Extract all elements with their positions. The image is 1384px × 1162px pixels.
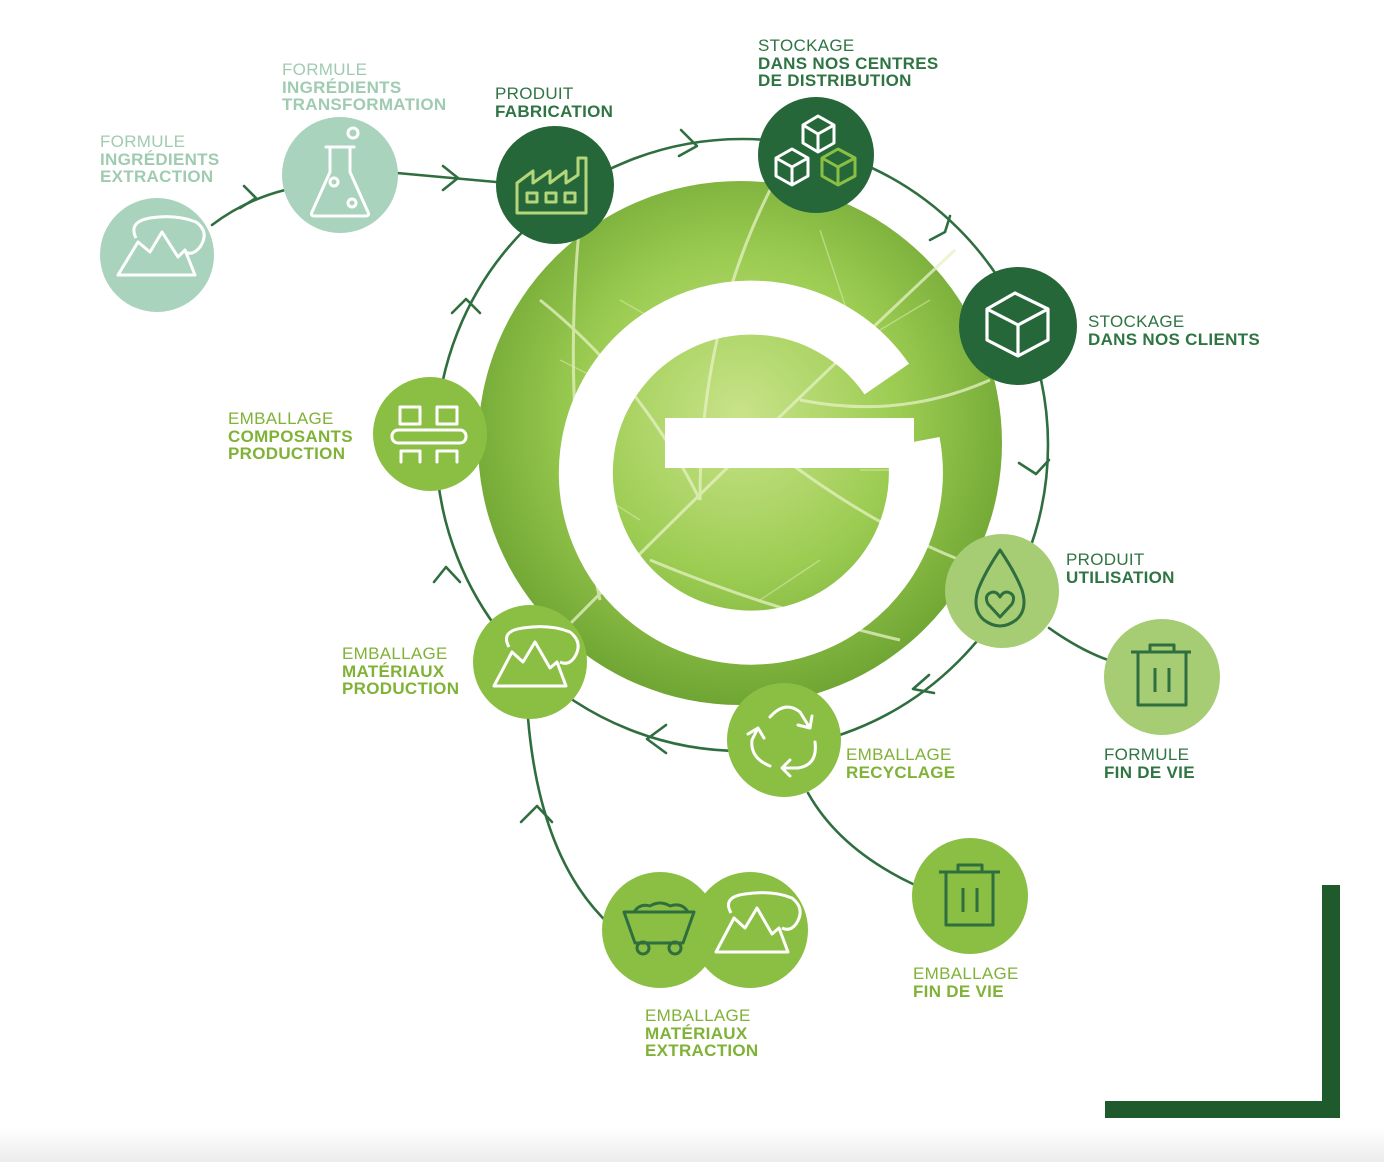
packaging-press-icon (390, 405, 468, 464)
label-stage: RECYCLAGE (846, 762, 956, 782)
label-stage: FIN DE VIE (913, 981, 1004, 1001)
node-formule-extraction (100, 198, 214, 312)
box-icon (985, 291, 1050, 358)
label-emballage-fin-de-vie: EMBALLAGE FIN DE VIE (913, 965, 1019, 1000)
node-emballage-recyclage (727, 683, 841, 797)
label-stockage-clients: STOCKAGE DANS NOS CLIENTS (1088, 313, 1260, 348)
node-emballage-composants-production (373, 377, 487, 491)
label-formule-extraction: FORMULE INGRÉDIENTS EXTRACTION (100, 133, 219, 186)
label-stage-2: DE DISTRIBUTION (758, 71, 912, 90)
arrow-9 (450, 297, 482, 315)
node-produit-fabrication (496, 126, 614, 244)
mine-cart-icon (622, 901, 696, 956)
label-subject: MATÉRIAUX (645, 1023, 748, 1043)
label-category: FORMULE (100, 132, 186, 151)
trash-bin-icon (939, 863, 1000, 927)
label-stage: PRODUCTION (228, 444, 346, 463)
mountain-cloud-icon (714, 891, 802, 954)
label-subject: INGRÉDIENTS (100, 149, 220, 169)
label-stage: TRANSFORMATION (282, 95, 447, 114)
label-category: STOCKAGE (1088, 312, 1185, 331)
label-formule-fin-de-vie: FORMULE FIN DE VIE (1104, 746, 1195, 781)
label-stage: DANS NOS CLIENTS (1088, 329, 1260, 349)
label-stage: EXTRACTION (645, 1041, 759, 1060)
label-produit-utilisation: PRODUIT UTILISATION (1066, 551, 1175, 586)
arrow-10 (519, 804, 554, 824)
boxes-icon (774, 114, 836, 187)
label-stage: FABRICATION (495, 101, 614, 121)
arrow-5 (1017, 458, 1051, 476)
flow-arrows (238, 128, 1051, 824)
label-produit-fabrication: PRODUIT FABRICATION (495, 85, 613, 120)
label-stage: EXTRACTION (100, 167, 214, 186)
arrow-8 (432, 565, 462, 584)
mountain-cloud-icon (492, 625, 580, 688)
node-stockage-clients (959, 267, 1077, 385)
node-emballage-fin-de-vie (912, 838, 1028, 954)
flask-icon (309, 126, 371, 218)
trash-bin-icon (1131, 643, 1191, 707)
corner-frame-vertical (1322, 885, 1340, 1118)
label-category: EMBALLAGE (342, 644, 448, 663)
label-subject: MATÉRIAUX (342, 661, 445, 681)
label-category: FORMULE (282, 60, 368, 79)
node-emballage-materiaux-production (473, 605, 587, 719)
label-subject: INGRÉDIENTS (282, 77, 402, 97)
arrow-4 (928, 214, 952, 242)
mountain-cloud-icon (116, 215, 206, 277)
label-subject: COMPOSANTS (228, 426, 353, 446)
arrow-2 (441, 164, 460, 192)
label-category: EMBALLAGE (645, 1006, 751, 1025)
recycle-icon (746, 705, 817, 778)
label-stage: UTILISATION (1066, 567, 1175, 587)
label-emballage-composants-production: EMBALLAGE COMPOSANTS PRODUCTION (228, 410, 353, 463)
node-formule-transformation (282, 117, 398, 233)
label-category: FORMULE (1104, 745, 1190, 764)
label-category: PRODUIT (495, 84, 574, 103)
arrow-1 (238, 184, 258, 210)
label-category: PRODUIT (1066, 550, 1145, 569)
heart-drop-icon (974, 548, 1026, 628)
label-stockage-distribution: STOCKAGE DANS NOS CENTRES DE DISTRIBUTIO… (758, 37, 939, 90)
label-category: EMBALLAGE (913, 964, 1019, 983)
arrow-7 (645, 723, 668, 755)
g-logo (558, 280, 943, 665)
label-category: STOCKAGE (758, 36, 855, 55)
label-emballage-materiaux-extraction: EMBALLAGE MATÉRIAUX EXTRACTION (645, 1007, 759, 1060)
label-category: EMBALLAGE (846, 745, 952, 764)
label-stage: FIN DE VIE (1104, 762, 1195, 782)
label-stage: PRODUCTION (342, 679, 460, 698)
arrow-3 (677, 128, 699, 158)
label-emballage-recyclage: EMBALLAGE RECYCLAGE (846, 746, 955, 781)
bottom-edge-shadow (0, 1128, 1384, 1162)
node-formule-fin-de-vie (1104, 619, 1220, 735)
label-formule-transformation: FORMULE INGRÉDIENTS TRANSFORMATION (282, 61, 446, 114)
label-category: EMBALLAGE (228, 409, 334, 428)
corner-frame-horizontal (1105, 1101, 1340, 1118)
arrow-6 (911, 673, 936, 695)
node-stockage-distribution (758, 97, 874, 213)
label-stage: DANS NOS CENTRES (758, 53, 939, 73)
node-emballage-materiaux-extraction (602, 872, 808, 988)
factory-icon (515, 156, 588, 215)
node-produit-utilisation (945, 534, 1059, 648)
label-emballage-materiaux-production: EMBALLAGE MATÉRIAUX PRODUCTION (342, 645, 459, 698)
